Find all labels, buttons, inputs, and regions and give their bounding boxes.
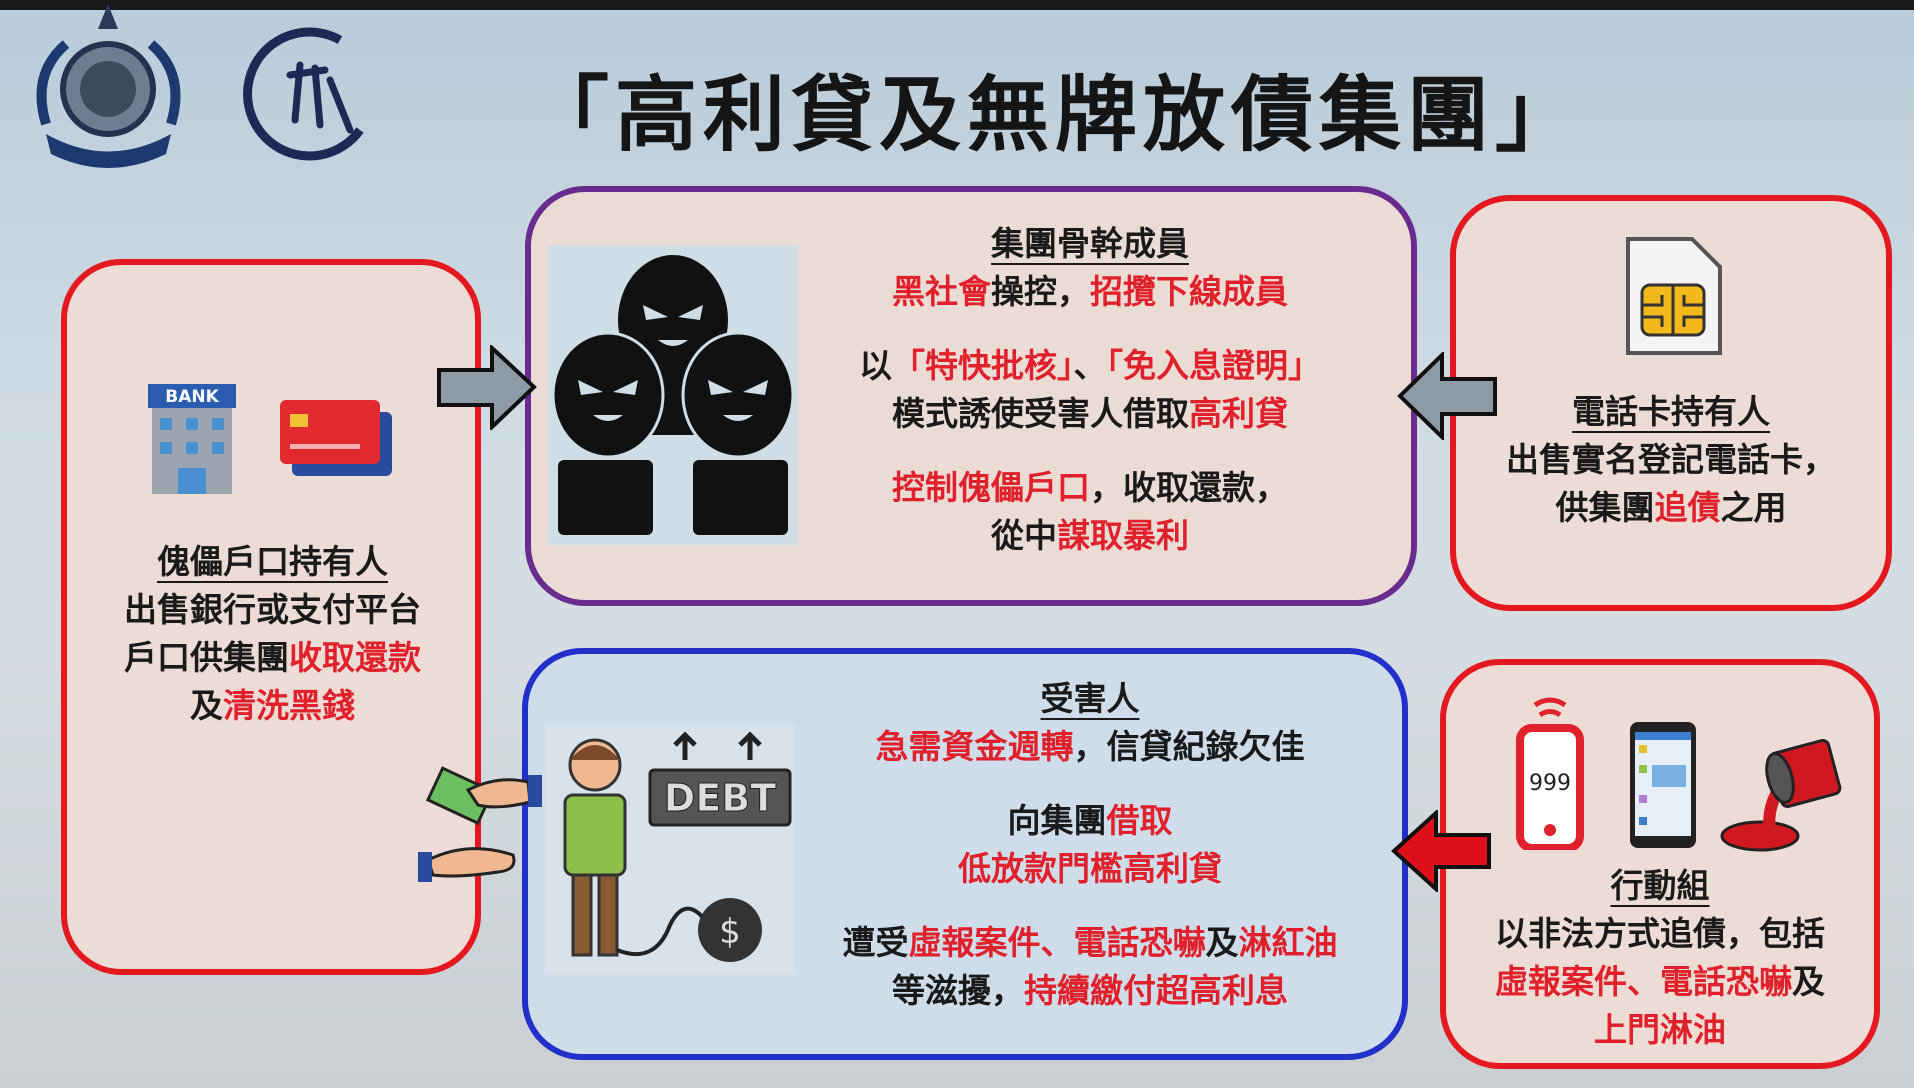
spacer [790,771,1390,797]
highlight-text: 高利貸 [1189,394,1288,433]
spacer [790,316,1390,342]
text-line: 上門淋油 [1445,1006,1875,1054]
highlight-text: 「特快批核」 [892,346,1074,385]
cid-logo [243,27,364,161]
text-line: 從中謀取暴利 [790,512,1390,560]
text-line: 等滋擾，持續繳付超高利息 [790,967,1390,1015]
section-heading: 受害人 [1040,679,1140,718]
highlight-text: 低放款門檻高利貸 [958,849,1222,888]
text-line: 集團骨幹成員 [790,220,1390,268]
text-line: 黑社會操控，招攬下線成員 [790,268,1390,316]
smartphone-messages-icon [1630,722,1696,848]
highlight-text: 急需資金週轉 [875,727,1074,766]
text-line: 行動組 [1445,862,1875,910]
body-text: 操控， [991,272,1090,311]
text-line: 出售銀行或支付平台 [70,586,475,634]
highlight-text: 招攬下線成員 [1090,272,1288,311]
highlight-text: 黑社會 [892,272,991,311]
arrow-left-icon [1397,352,1497,440]
core-members-text: 集團骨幹成員黑社會操控，招攬下線成員以「特快批核」、「免入息證明」模式誘使受害人… [790,220,1390,560]
text-line: 急需資金週轉，信貸紀錄欠佳 [790,723,1390,771]
text-line: 受害人 [790,675,1390,723]
puppet-account-box [61,259,481,975]
action-team-text: 行動組以非法方式追債，包括虛報案件、電話恐嚇及上門淋油 [1445,862,1875,1054]
body-text: 從中 [991,516,1057,555]
body-text: 及 [190,686,223,725]
highlight-text: 淋紅油 [1238,923,1338,962]
page-title: 「高利貸及無牌放債集團」 [526,67,1583,163]
highlight-text: 追債 [1654,488,1721,527]
highlight-text: 收取還款 [289,638,421,677]
highlight-text: 謀取暴利 [1057,516,1189,555]
highlight-text: 借取 [1106,801,1173,840]
text-line: 遭受虛報案件、電話恐嚇及淋紅油 [790,919,1390,967]
text-line: 供集團追債之用 [1455,484,1887,532]
text-line: 控制傀儡戶口，收取還款， [790,464,1390,512]
text-line: 電話卡持有人 [1455,388,1887,436]
body-text: 及 [1205,923,1239,962]
section-heading: 傀儡戶口持有人 [157,542,388,581]
body-text: 、 [1073,346,1107,385]
highlight-text: 虛報案件、電話恐嚇 [1495,962,1792,1001]
sim-card-icon [1626,237,1722,355]
text-line: 向集團借取 [790,797,1390,845]
emergency-number: 999 [1529,771,1571,796]
body-text: 遭受 [842,923,909,962]
body-text: ，信貸紀錄欠佳 [1073,727,1305,766]
bank-sign: BANK [165,387,219,407]
highlight-text: 清洗黑錢 [223,686,355,725]
text-line: 模式誘使受害人借取高利貸 [790,390,1390,438]
text-line: 傀儡戶口持有人 [70,538,475,586]
text-line: 虛報案件、電話恐嚇及 [1445,958,1875,1006]
spacer [790,438,1390,464]
text-line: 以「特快批核」、「免入息證明」 [790,342,1390,390]
sim-card-holder-text: 電話卡持有人出售實名登記電話卡， 供集團追債之用 [1455,388,1887,532]
money-handover-icon [418,766,542,882]
bank-icon: BANK [148,384,236,494]
text-line: 戶口供集團收取還款 [70,634,475,682]
body-text: 戶口供集團 [124,638,289,677]
police-crest-logo [36,4,181,168]
text-line: 及清洗黑錢 [70,682,475,730]
highlight-text: 「免入息證明」 [1106,346,1322,385]
gang-members-icon [548,245,798,545]
debt-victim-icon: DEBT $ [545,725,795,975]
body-text: 及 [1792,962,1825,1001]
body-text: 以非法方式追債，包括 [1495,914,1825,953]
body-text: 模式誘使受害人借取 [892,394,1189,433]
highlight-text: 虛報案件、電話恐嚇 [908,923,1206,962]
spacer [790,893,1390,919]
section-heading: 行動組 [1610,866,1710,905]
top-edge [0,0,1914,10]
svg-text:$: $ [719,912,741,952]
highlight-text: 上門淋油 [1594,1010,1726,1049]
phone-999-icon: 999 [1516,697,1584,850]
highlight-text: 控制傀儡戶口 [892,468,1090,507]
text-line: 出售實名登記電話卡， [1455,436,1887,484]
arrow-right-icon [437,345,537,430]
debt-sign: DEBT [664,776,776,820]
body-text: 之用 [1720,488,1787,527]
text-line: 低放款門檻高利貸 [790,845,1390,893]
body-text: 出售實名登記電話卡， [1506,440,1836,479]
paint-bucket-splash-icon [1720,739,1842,852]
puppet-account-text: 傀儡戶口持有人出售銀行或支付平台戶口供集團收取還款及清洗黑錢 [70,538,475,730]
highlight-text: 持續繳付超高利息 [1024,971,1288,1010]
section-heading: 電話卡持有人 [1572,392,1770,431]
credit-card-icon [280,400,392,476]
body-text: 向集團 [1007,801,1107,840]
body-text: 供集團 [1555,488,1655,527]
body-text: ，收取還款， [1090,468,1288,507]
body-text: 等滋擾， [892,971,1024,1010]
text-line: 以非法方式追債，包括 [1445,910,1875,958]
section-heading: 集團骨幹成員 [991,224,1189,263]
red-arrow-left-icon [1391,810,1491,892]
body-text: 出售銀行或支付平台 [124,590,421,629]
body-text: 以 [859,346,892,385]
victim-text: 受害人急需資金週轉，信貸紀錄欠佳向集團借取低放款門檻高利貸遭受虛報案件、電話恐嚇… [790,675,1390,1015]
